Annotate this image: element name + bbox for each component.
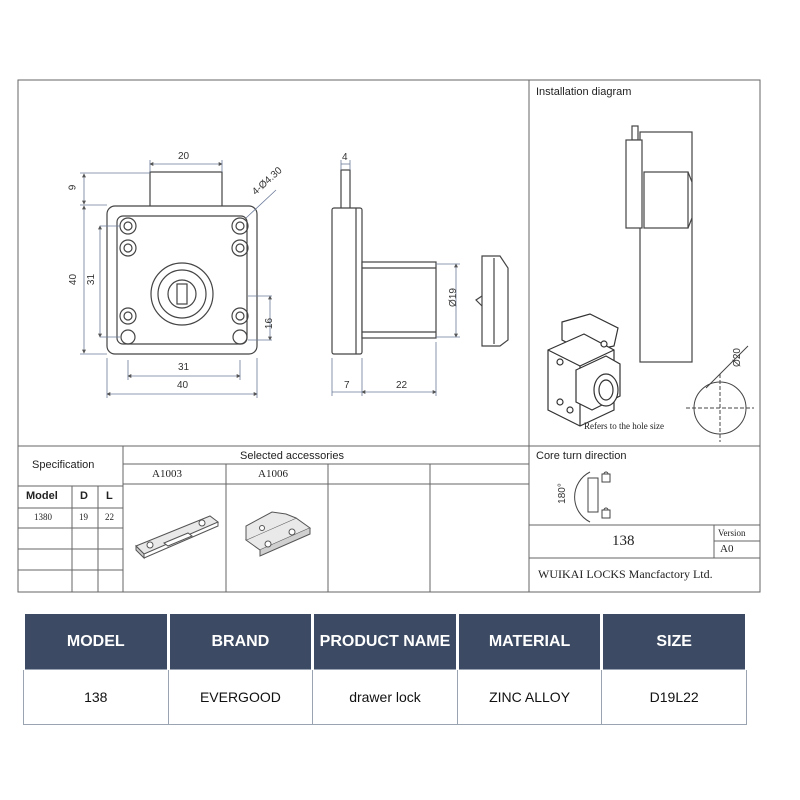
spec-l-value: 22 — [105, 512, 114, 522]
lock-side-view — [331, 169, 437, 355]
core-turn-graphic — [574, 471, 611, 523]
header-model: MODEL — [22, 614, 170, 670]
dim-cylinder-dia: Ø19 — [447, 288, 459, 307]
cell-brand: EVERGOOD — [167, 669, 314, 725]
version-label: Version — [718, 528, 746, 538]
dim-body-width-inner: 31 — [178, 362, 190, 373]
lock-front-view — [106, 171, 258, 355]
product-info-table: MODEL BRAND PRODUCT NAME MATERIAL SIZE 1… — [22, 614, 748, 725]
hole-diameter-label: Ø20 — [731, 348, 743, 367]
accessories-title: Selected accessories — [240, 450, 344, 462]
spec-header-model: Model — [26, 490, 58, 502]
core-turn-title: Core turn direction — [536, 450, 627, 462]
dim-cylinder-length: 22 — [396, 380, 408, 391]
installation-view — [625, 125, 693, 363]
installation-title: Installation diagram — [536, 86, 632, 98]
cell-size: D19L22 — [601, 669, 747, 725]
cell-product-name: drawer lock — [312, 669, 458, 725]
spec-header-d: D — [80, 490, 88, 502]
hole-circle — [686, 345, 754, 442]
strike-plate-side — [475, 255, 509, 347]
header-brand: BRAND — [166, 614, 315, 670]
header-size: SIZE — [600, 614, 748, 670]
accessory-a1003-label: A1003 — [152, 468, 182, 480]
header-product-name: PRODUCT NAME — [311, 614, 459, 670]
dim-height-total: 40 — [68, 273, 80, 286]
table-row: 138 EVERGOOD drawer lock ZINC ALLOY D19L… — [23, 669, 747, 725]
spec-model-value: 1380 — [34, 512, 52, 522]
spec-title: Specification — [32, 459, 95, 471]
hole-note: Refers to the hole size — [584, 421, 664, 431]
dim-top-width: 20 — [178, 151, 190, 162]
header-material: MATERIAL — [455, 614, 604, 670]
table-header-row: MODEL BRAND PRODUCT NAME MATERIAL SIZE — [22, 614, 748, 670]
company-name: WUIKAI LOCKS Mancfactory Ltd. — [538, 567, 713, 581]
version-value: A0 — [720, 543, 734, 555]
dim-hole-spacing-v: 16 — [264, 317, 276, 330]
dim-height-offset: 9 — [67, 184, 79, 191]
spec-d-value: 19 — [79, 512, 88, 522]
drawing-frame — [17, 79, 761, 593]
front-dimension-lines — [80, 160, 277, 398]
accessory-a1003-graphic — [135, 515, 219, 560]
spec-header-l: L — [106, 490, 113, 502]
dim-body-width: 40 — [177, 380, 189, 391]
accessory-a1006-label: A1006 — [258, 468, 288, 480]
dim-plate-thickness: 7 — [344, 380, 350, 391]
side-dimension-lines — [331, 160, 460, 396]
dim-height-inner: 31 — [86, 273, 98, 286]
cell-model: 138 — [23, 669, 169, 725]
lock-isometric — [547, 313, 621, 427]
cell-material: ZINC ALLOY — [456, 669, 603, 725]
accessory-a1006-graphic — [244, 511, 312, 557]
model-number: 138 — [612, 533, 635, 549]
dim-bolt-thickness: 4 — [342, 152, 348, 163]
rotation-angle-label: 180° — [556, 483, 568, 504]
